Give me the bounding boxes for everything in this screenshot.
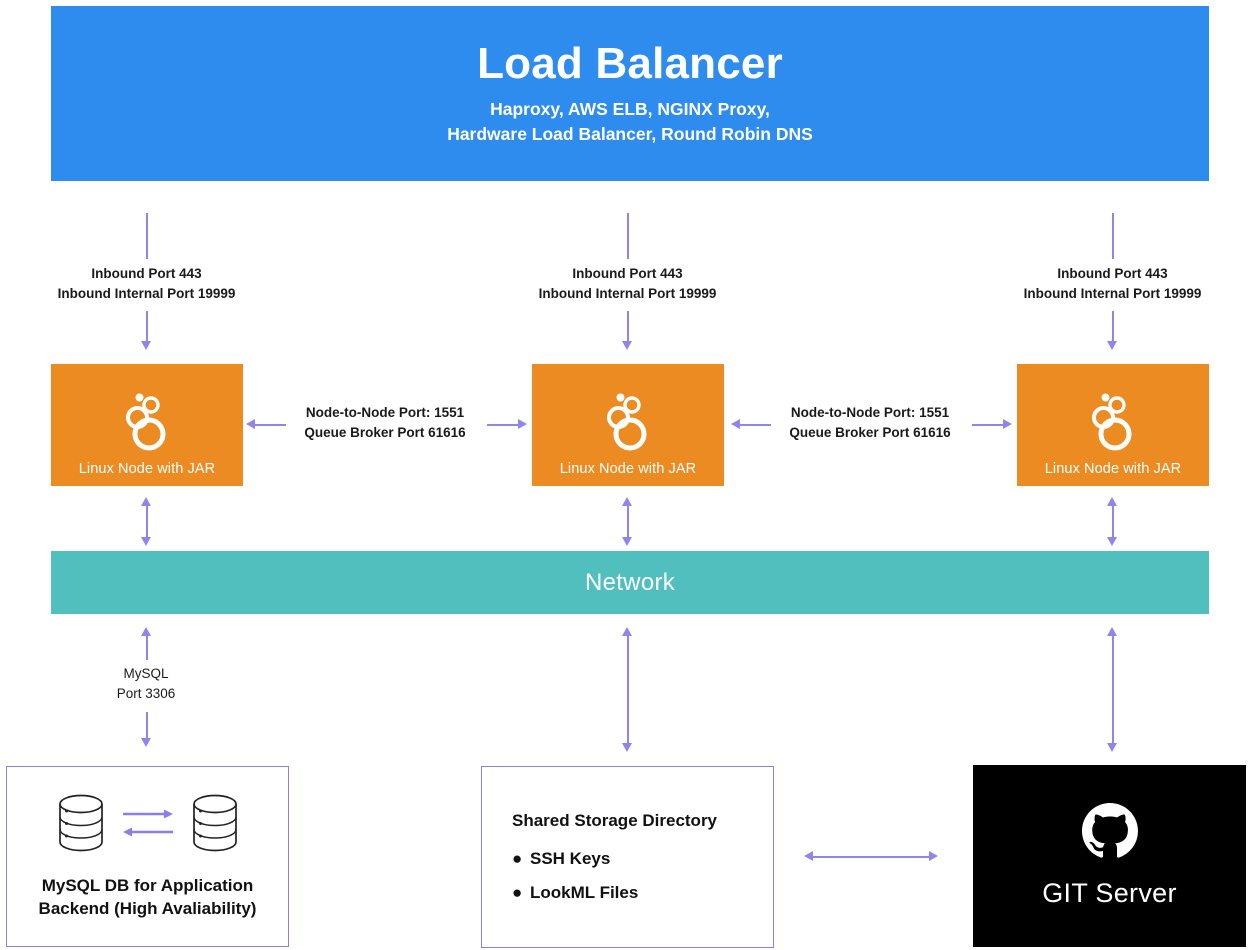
looker-logo-icon bbox=[1091, 391, 1135, 456]
node-to-node-line-right-1 bbox=[487, 424, 518, 426]
mysql-db-caption-line1: MySQL DB for Application bbox=[41, 876, 254, 896]
mysql-connector-line-bottom bbox=[146, 712, 148, 740]
inbound-label-2-line2: Inbound Internal Port 19999 bbox=[538, 285, 717, 301]
inbound-arrowhead-2 bbox=[622, 341, 632, 350]
storage-connector-line bbox=[627, 635, 629, 745]
node-to-node-label-2-line1: Node-to-Node Port: 1551 bbox=[790, 405, 950, 420]
git-connector-arrow-down bbox=[1107, 743, 1117, 752]
shared-storage-item-ssh-keys: ● SSH Keys bbox=[512, 849, 773, 869]
inbound-connector-line-top-1 bbox=[146, 213, 148, 259]
arrow-right-icon bbox=[122, 809, 173, 819]
bullet-icon: ● bbox=[512, 849, 523, 868]
inbound-connector-line-bottom-3 bbox=[1112, 311, 1114, 343]
bullet-icon: ● bbox=[512, 883, 523, 902]
node2-network-line bbox=[627, 505, 629, 538]
inbound-label-1: Inbound Port 443 Inbound Internal Port 1… bbox=[0, 264, 293, 303]
load-balancer-subtitle: Haproxy, AWS ELB, NGINX Proxy, Hardware … bbox=[447, 97, 813, 147]
mysql-db-caption-line2: Backend (High Avaliability) bbox=[38, 899, 257, 918]
load-balancer-subtitle-line1: Haproxy, AWS ELB, NGINX Proxy, bbox=[490, 99, 770, 120]
node-to-node-label-1: Node-to-Node Port: 1551 Queue Broker Por… bbox=[286, 403, 484, 442]
mysql-connector-arrow-up bbox=[141, 627, 151, 636]
node-to-node-arrow-right-1 bbox=[518, 419, 527, 429]
mysql-db-icons bbox=[57, 792, 239, 859]
node1-network-arrow-up bbox=[141, 497, 151, 506]
mysql-connector-label: MySQL Port 3306 bbox=[46, 664, 246, 703]
node2-network-arrow-up bbox=[622, 497, 632, 506]
shared-storage-item-lookml-files: ● LookML Files bbox=[512, 883, 773, 903]
load-balancer-box[interactable]: Load Balancer Haproxy, AWS ELB, NGINX Pr… bbox=[51, 6, 1209, 181]
shared-storage-box[interactable]: Shared Storage Directory ● SSH Keys ● Lo… bbox=[481, 766, 774, 948]
git-server-label: GIT Server bbox=[1042, 878, 1177, 908]
inbound-label-1-line1: Inbound Port 443 bbox=[91, 266, 202, 281]
inbound-label-3-line2: Inbound Internal Port 19999 bbox=[1023, 285, 1202, 301]
inbound-label-3: Inbound Port 443 Inbound Internal Port 1… bbox=[966, 264, 1251, 303]
node3-network-arrow-down bbox=[1107, 537, 1117, 546]
linux-node-2[interactable]: Linux Node with JAR bbox=[532, 364, 724, 486]
node-to-node-label-1-line1: Node-to-Node Port: 1551 bbox=[305, 405, 465, 420]
node-to-node-line-left-1 bbox=[255, 424, 286, 426]
inbound-label-2: Inbound Port 443 Inbound Internal Port 1… bbox=[481, 264, 774, 303]
mysql-db-caption: MySQL DB for Application Backend (High A… bbox=[39, 875, 257, 920]
node-to-node-line-right-2 bbox=[972, 424, 1003, 426]
linux-node-1[interactable]: Linux Node with JAR bbox=[51, 364, 243, 486]
inbound-label-1-line2: Inbound Internal Port 19999 bbox=[57, 285, 236, 301]
looker-logo-icon bbox=[125, 391, 169, 456]
git-connector-arrow-up bbox=[1107, 627, 1117, 636]
shared-storage-item-label: SSH Keys bbox=[530, 849, 611, 868]
linux-node-2-label: Linux Node with JAR bbox=[559, 461, 697, 477]
inbound-connector-line-bottom-2 bbox=[627, 311, 629, 343]
node-to-node-label-2: Node-to-Node Port: 1551 Queue Broker Por… bbox=[771, 403, 969, 442]
network-box[interactable]: Network bbox=[51, 551, 1209, 614]
storage-git-line bbox=[813, 856, 930, 858]
mysql-connector-label-line1: MySQL bbox=[123, 666, 169, 681]
load-balancer-subtitle-line2: Hardware Load Balancer, Round Robin DNS bbox=[447, 124, 813, 145]
shared-storage-title: Shared Storage Directory bbox=[512, 811, 718, 830]
node3-network-arrow-up bbox=[1107, 497, 1117, 506]
db-replication-arrows bbox=[119, 801, 177, 850]
github-octocat-icon bbox=[1081, 803, 1138, 864]
inbound-connector-line-top-3 bbox=[1112, 213, 1114, 259]
arrow-left-icon bbox=[122, 827, 173, 837]
mysql-connector-label-line2: Port 3306 bbox=[116, 685, 176, 701]
linux-node-1-label: Linux Node with JAR bbox=[78, 461, 216, 477]
node1-network-arrow-down bbox=[141, 537, 151, 546]
node-to-node-label-1-line2: Queue Broker Port 61616 bbox=[304, 424, 466, 440]
network-label: Network bbox=[584, 568, 676, 596]
inbound-connector-line-bottom-1 bbox=[146, 311, 148, 343]
inbound-label-3-line1: Inbound Port 443 bbox=[1057, 266, 1168, 281]
storage-connector-arrow-up bbox=[622, 627, 632, 636]
node-to-node-arrow-left-1 bbox=[246, 419, 255, 429]
node2-network-arrow-down bbox=[622, 537, 632, 546]
node-to-node-arrow-left-2 bbox=[731, 419, 740, 429]
node1-network-line bbox=[146, 505, 148, 538]
linux-node-3[interactable]: Linux Node with JAR bbox=[1017, 364, 1209, 486]
storage-git-arrow-left bbox=[804, 851, 813, 861]
mysql-db-box[interactable]: MySQL DB for Application Backend (High A… bbox=[6, 766, 289, 947]
inbound-label-2-line1: Inbound Port 443 bbox=[572, 266, 683, 281]
node-to-node-line-left-2 bbox=[740, 424, 771, 426]
load-balancer-title: Load Balancer bbox=[477, 38, 783, 88]
storage-git-arrow-right bbox=[929, 851, 938, 861]
linux-node-3-label: Linux Node with JAR bbox=[1044, 461, 1182, 477]
mysql-connector-arrow-down bbox=[141, 738, 151, 747]
node-to-node-arrow-right-2 bbox=[1003, 419, 1012, 429]
shared-storage-item-label: LookML Files bbox=[530, 883, 639, 902]
database-cylinder-icon bbox=[191, 792, 239, 859]
mysql-connector-line-top bbox=[146, 635, 148, 660]
inbound-arrowhead-3 bbox=[1107, 341, 1117, 350]
git-connector-line bbox=[1112, 635, 1114, 745]
node3-network-line bbox=[1112, 505, 1114, 538]
git-server-box[interactable]: GIT Server bbox=[973, 765, 1246, 947]
looker-logo-icon bbox=[606, 391, 650, 456]
inbound-connector-line-top-2 bbox=[627, 213, 629, 259]
database-cylinder-icon bbox=[57, 792, 105, 859]
storage-connector-arrow-down bbox=[622, 743, 632, 752]
node-to-node-label-2-line2: Queue Broker Port 61616 bbox=[789, 424, 951, 440]
inbound-arrowhead-1 bbox=[141, 341, 151, 350]
